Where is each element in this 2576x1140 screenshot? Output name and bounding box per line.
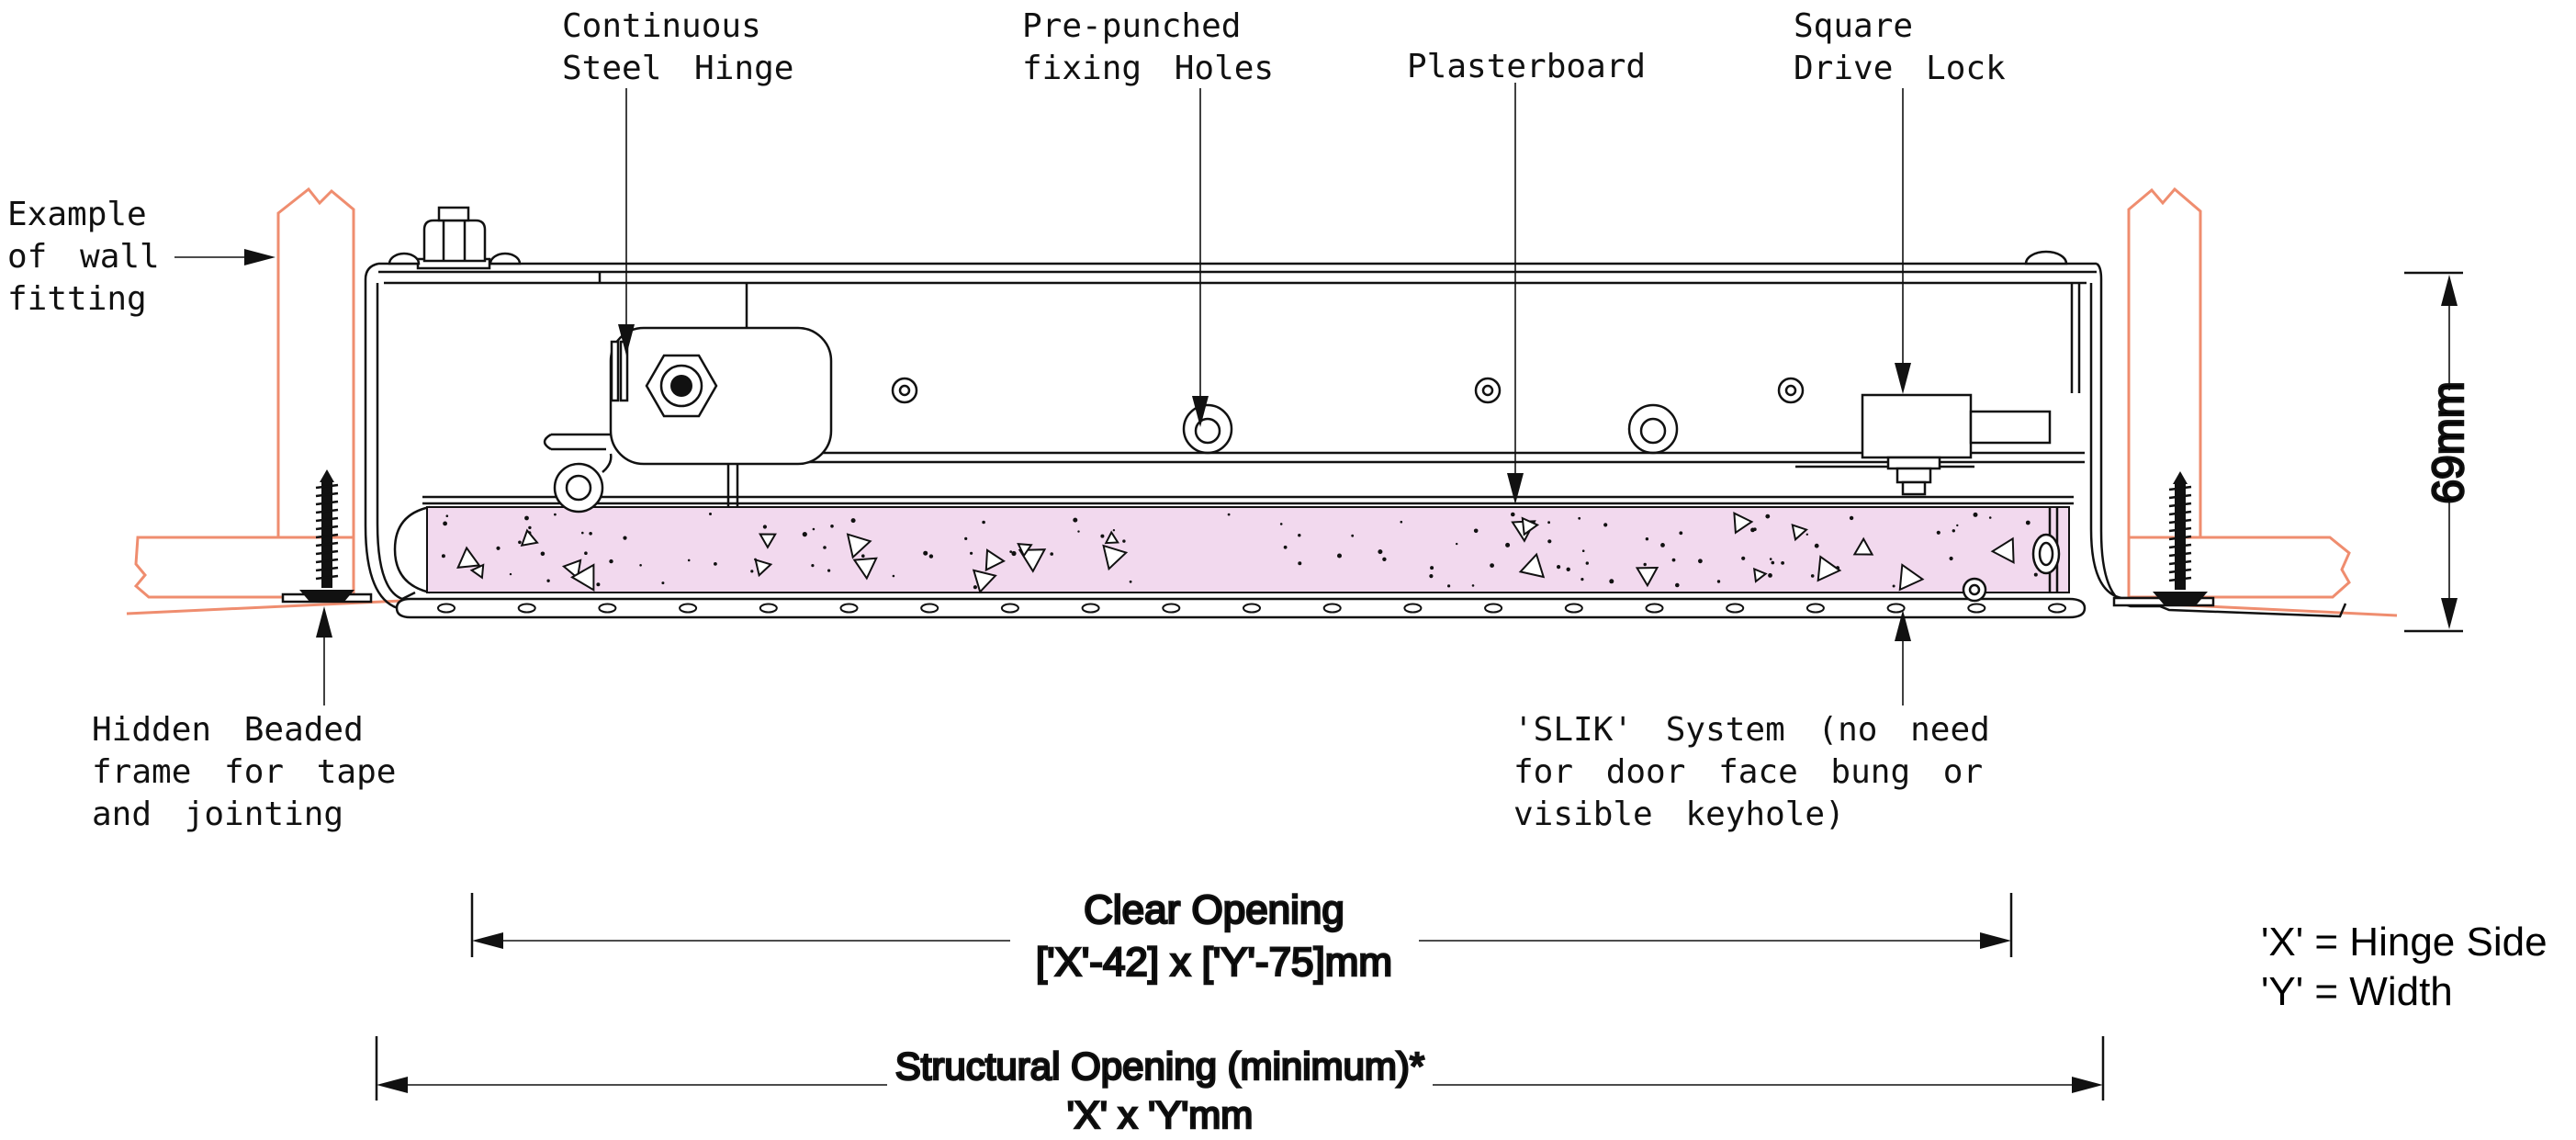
- door-panel: [393, 283, 2087, 619]
- label-plasterboard: Plasterboard: [1407, 48, 1646, 85]
- leader-slik: [1895, 610, 1911, 705]
- legend-x-text: 'X' = Hinge Side: [2261, 920, 2548, 965]
- label-bead: and jointing: [92, 796, 343, 833]
- lock-assembly: [1861, 393, 2061, 603]
- leader-arrow: [316, 606, 332, 638]
- screw-right: [2153, 471, 2208, 604]
- wall-left-flange: [133, 536, 355, 599]
- dimension-69mm: 69mm: [2404, 271, 2474, 633]
- wall-left-stud: [276, 186, 355, 539]
- label-hinge: Steel Hinge: [562, 50, 793, 87]
- label-slik: visible keyhole): [1513, 796, 1845, 833]
- ceiling-line-left: [126, 599, 403, 615]
- dim-structural-opening-text: 'X' x 'Y'mm: [1067, 1093, 1253, 1136]
- leader-plasterboard: [1507, 83, 1524, 504]
- leader-bead: [316, 606, 332, 705]
- annotation-labels: Example of wall fitting Continuous Steel…: [7, 7, 2006, 833]
- leader-lock: [1895, 88, 1911, 394]
- pre-punched-holes: [773, 377, 1805, 455]
- label-wall-fitting: of wall: [7, 238, 160, 276]
- label-wall-fitting: fitting: [7, 280, 147, 318]
- leader-holes: [1192, 88, 1209, 427]
- leader-wall-fitting: [174, 249, 276, 265]
- leader-arrow: [1192, 396, 1209, 427]
- label-wall-fitting: Example: [7, 196, 147, 233]
- legend-y-text: 'Y' = Width: [2261, 969, 2453, 1014]
- plasterboard-speckles: [441, 512, 2038, 594]
- label-hinge: Continuous: [562, 7, 761, 45]
- label-slik: 'SLIK' System (no need: [1513, 711, 1990, 749]
- wall-right-flange: [2127, 536, 2351, 599]
- leader-arrow: [1895, 363, 1911, 394]
- dim-structural-opening-text: Structural Opening (minimum)*: [895, 1044, 1425, 1088]
- dim-clear-opening-text: ['X'-42] x ['Y'-75]mm: [1036, 940, 1392, 985]
- leader-arrow: [244, 249, 276, 265]
- dimension-structural-opening: Structural Opening (minimum)* 'X' x 'Y'm…: [375, 1036, 2105, 1137]
- door-face-perforations: [437, 603, 2066, 614]
- wall-right: [2127, 186, 2398, 617]
- plasterboard-core: [426, 506, 2070, 593]
- dimension-clear-opening: Clear Opening ['X'-42] x ['Y'-75]mm: [470, 886, 2013, 986]
- dimension-legend: 'X' = Hinge Side 'Y' = Width: [2261, 920, 2548, 1014]
- leader-arrow: [618, 324, 635, 356]
- label-slik: for door face bung or: [1513, 753, 1983, 791]
- leader-arrow: [1507, 473, 1524, 504]
- label-bead: Hidden Beaded: [92, 711, 364, 749]
- plasterboard-layer: [426, 506, 2070, 594]
- hinge-assembly: [388, 206, 833, 514]
- label-holes: fixing Holes: [1022, 50, 1274, 87]
- label-lock: Drive Lock: [1794, 50, 2006, 87]
- leader-hinge: [618, 88, 635, 356]
- screw-left: [299, 469, 354, 603]
- leader-arrow: [1895, 610, 1911, 641]
- wall-right-stud: [2127, 186, 2202, 539]
- dim-clear-opening-text: Clear Opening: [1084, 887, 1344, 932]
- label-holes: Pre-punched: [1022, 7, 1241, 45]
- wall-left: [126, 186, 403, 615]
- label-lock: Square: [1794, 7, 1913, 45]
- dim-height-text: 69mm: [2424, 381, 2473, 503]
- label-bead: frame for tape: [92, 753, 396, 791]
